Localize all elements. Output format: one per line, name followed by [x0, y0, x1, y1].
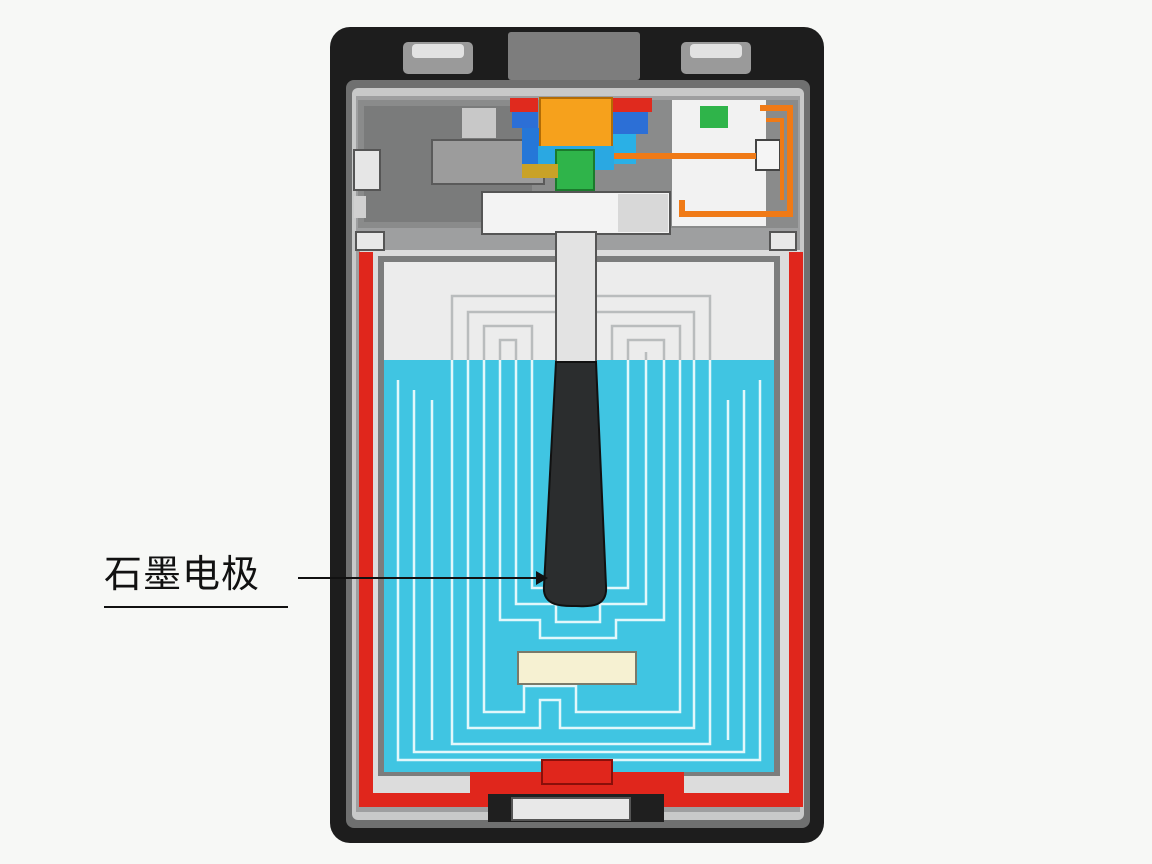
electrode-rod — [555, 231, 597, 363]
callout-label-graphite-electrode: 石墨电极 — [104, 552, 261, 596]
green-connector — [555, 149, 595, 191]
callout-arrowhead — [536, 571, 548, 585]
graphite-electrode — [542, 361, 608, 608]
orange-wire-loop — [679, 105, 793, 217]
label-plate — [517, 651, 637, 685]
top-port — [508, 32, 640, 80]
controller-chip — [539, 97, 613, 151]
bottom-terminal — [511, 797, 631, 821]
